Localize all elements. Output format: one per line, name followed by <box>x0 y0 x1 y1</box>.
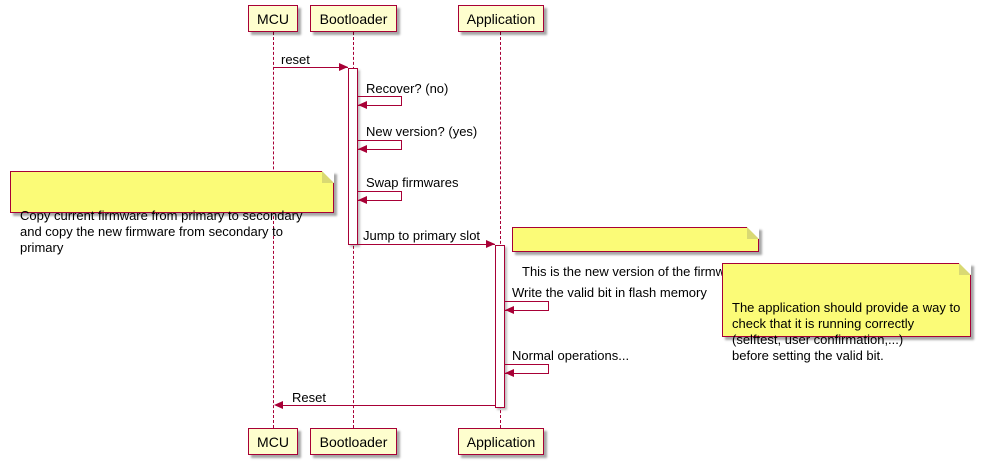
msg-write-valid-arrowhead-icon <box>505 306 514 314</box>
participant-application-top: Application <box>458 5 544 32</box>
msg-reset-return-arrowhead-icon <box>274 401 283 409</box>
participant-label: Application <box>466 433 536 450</box>
participant-label: MCU <box>257 10 289 27</box>
note-fold-icon <box>959 263 971 275</box>
participant-label: Application <box>466 10 536 27</box>
msg-normal-ops-loop <box>505 364 549 374</box>
msg-reset-arrowhead-icon <box>339 63 348 71</box>
msg-reset-label: reset <box>281 52 310 67</box>
note-selftest-text: The application should provide a way to … <box>732 300 961 363</box>
msg-new-version-label: New version? (yes) <box>366 124 478 139</box>
msg-recover-arrowhead-icon <box>358 101 367 109</box>
participant-mcu-top: MCU <box>248 5 298 32</box>
note-new-firmware-text: This is the new version of the firmware <box>522 264 744 279</box>
note-copy-firmware-text: Copy current firmware from primary to se… <box>20 208 303 255</box>
participant-application-bottom: Application <box>458 428 544 455</box>
msg-new-version-loop <box>358 140 402 150</box>
msg-jump-arrowhead-icon <box>486 240 495 248</box>
participant-mcu-bottom: MCU <box>248 428 298 455</box>
msg-normal-ops-label: Normal operations... <box>512 348 630 363</box>
msg-new-version-arrowhead-icon <box>358 145 367 153</box>
participant-bootloader-top: Bootloader <box>310 5 397 32</box>
msg-swap-loop <box>358 191 402 201</box>
note-copy-firmware: Copy current firmware from primary to se… <box>10 171 334 255</box>
participant-label: Bootloader <box>319 10 388 27</box>
msg-jump-label: Jump to primary slot <box>363 228 481 243</box>
participant-label: MCU <box>257 433 289 450</box>
note-fold-icon <box>747 227 759 239</box>
msg-reset-line <box>274 67 348 68</box>
participant-bootloader-bottom: Bootloader <box>310 428 397 455</box>
msg-recover-loop <box>358 96 402 106</box>
msg-swap-arrowhead-icon <box>358 196 367 204</box>
msg-reset-return-line <box>276 405 495 406</box>
participant-label: Bootloader <box>319 433 388 450</box>
msg-recover-label: Recover? (no) <box>366 81 449 96</box>
note-selftest: The application should provide a way to … <box>722 263 971 363</box>
activation-bootloader <box>348 68 358 245</box>
msg-reset-return-label: Reset <box>292 390 326 405</box>
note-new-firmware: This is the new version of the firmware <box>512 227 759 279</box>
lifeline-application <box>500 32 501 428</box>
note-fold-icon <box>322 171 334 183</box>
msg-jump-line <box>358 244 495 245</box>
msg-normal-ops-arrowhead-icon <box>505 369 514 377</box>
msg-swap-label: Swap firmwares <box>366 175 459 190</box>
msg-write-valid-loop <box>505 301 549 311</box>
activation-application <box>495 245 505 408</box>
lifeline-mcu <box>273 32 274 428</box>
msg-write-valid-label: Write the valid bit in flash memory <box>512 285 707 300</box>
